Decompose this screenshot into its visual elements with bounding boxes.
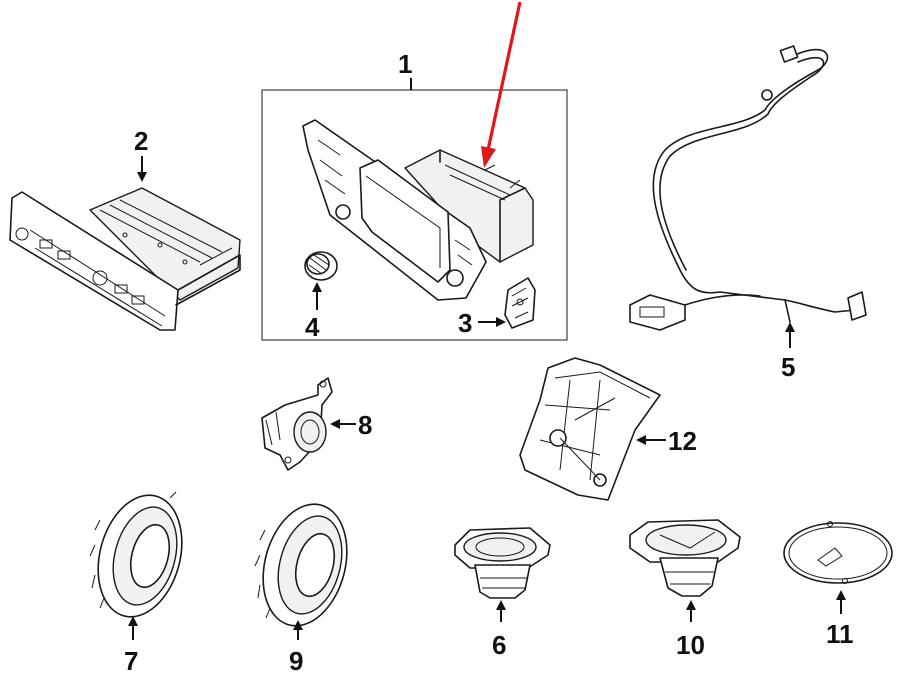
part-8-tweeter[interactable] — [261, 377, 333, 471]
callout-1: 1 — [398, 49, 412, 90]
part-4-knob[interactable] — [304, 251, 338, 281]
callout-11: 11 — [826, 590, 854, 649]
callout-label-12: 12 — [668, 426, 697, 456]
callout-8: 8 — [330, 410, 372, 440]
callout-9: 9 — [289, 620, 303, 676]
callout-5: 5 — [781, 322, 795, 382]
callout-label-2: 2 — [134, 126, 148, 156]
part-12-amplifier-bracket[interactable] — [519, 357, 661, 501]
callout-label-4: 4 — [305, 312, 320, 342]
callout-2: 2 — [134, 126, 148, 182]
part-11-grille-cover[interactable] — [783, 521, 893, 584]
highlight-arrow — [481, 1, 522, 168]
callout-6: 6 — [492, 600, 506, 660]
callout-3: 3 — [458, 308, 506, 338]
part-1-display-unit[interactable] — [261, 89, 568, 341]
part-10-coax-speaker[interactable] — [629, 519, 741, 597]
part-7-door-speaker[interactable] — [85, 486, 194, 626]
callout-label-3: 3 — [458, 308, 472, 338]
callout-label-5: 5 — [781, 352, 795, 382]
callout-label-1: 1 — [398, 49, 412, 79]
callout-label-11: 11 — [826, 619, 854, 649]
callout-4: 4 — [305, 282, 322, 342]
callout-label-8: 8 — [358, 410, 372, 440]
callout-10: 10 — [676, 600, 705, 660]
callout-12: 12 — [636, 426, 697, 456]
callout-label-10: 10 — [676, 630, 705, 660]
part-1-group-box — [261, 89, 568, 341]
callout-label-7: 7 — [124, 646, 138, 676]
callout-label-9: 9 — [289, 646, 303, 676]
callout-label-6: 6 — [492, 630, 506, 660]
part-6-mid-speaker[interactable] — [454, 527, 551, 599]
part-5-wire-harness[interactable] — [629, 45, 867, 331]
part-2-radio-chassis[interactable] — [9, 187, 241, 331]
callout-7: 7 — [124, 616, 138, 676]
part-3-bracket[interactable] — [504, 277, 536, 329]
part-9-door-speaker[interactable] — [250, 495, 359, 635]
